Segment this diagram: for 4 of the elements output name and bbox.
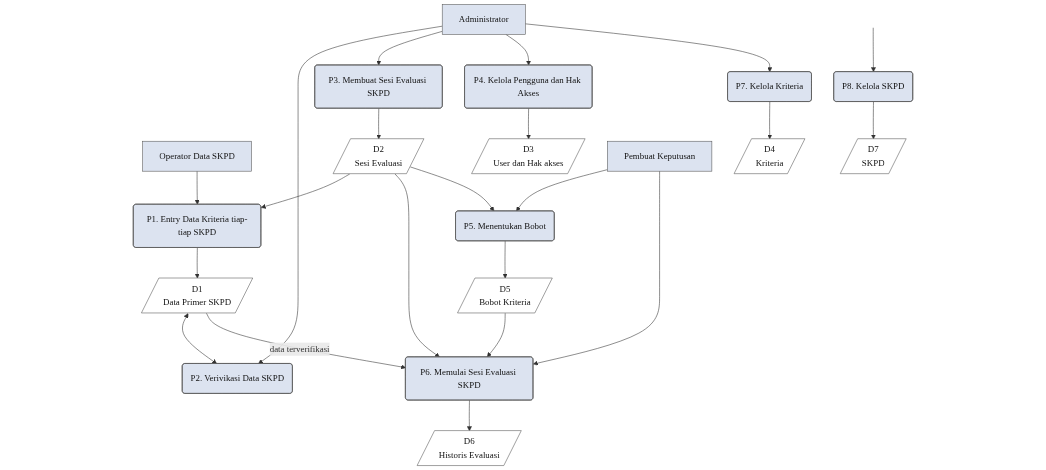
node-box: Pembuat Keputusan bbox=[607, 140, 713, 172]
node-box: Operator Data SKPD bbox=[142, 140, 252, 172]
edge-label: data terverifikasi bbox=[269, 344, 330, 354]
node-box: Administrator bbox=[441, 4, 526, 35]
